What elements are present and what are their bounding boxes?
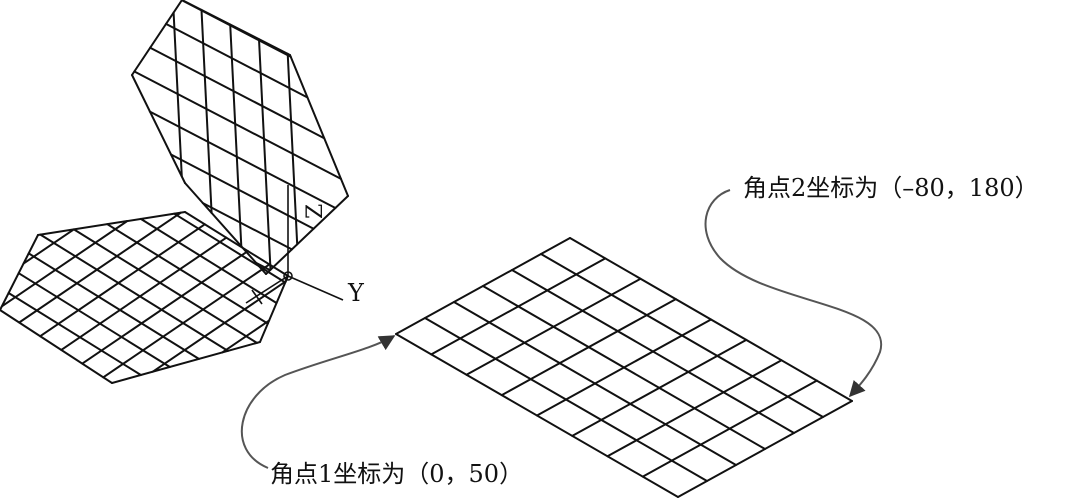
vertical-plane-col-line (258, 38, 272, 271)
floor-plane-line (106, 223, 269, 325)
right-plane-row-line (606, 359, 783, 458)
floor-plane-line (102, 263, 271, 379)
vertical-plane-row-line (170, 153, 315, 230)
right-plane-row-line (677, 400, 853, 498)
floor-plane-line (17, 272, 171, 368)
vertical-plane-row-line (254, 261, 272, 272)
floor-plane-line (39, 233, 229, 352)
vertical-plane-edge (131, 74, 186, 184)
right-plane-row-line (536, 318, 712, 417)
vertical-plane-edge (265, 195, 349, 275)
y-axis-line (287, 275, 344, 301)
x-axis-tick (251, 289, 263, 305)
floor-plane-edge (111, 341, 261, 384)
floor-plane-line (22, 228, 75, 265)
floor-plane-line (151, 280, 287, 373)
floor-plane-line (72, 228, 258, 344)
ucs-axes: Z Y (245, 185, 365, 307)
floor-plane-edge (37, 211, 186, 236)
vertical-plane-row-line (165, 22, 309, 99)
right-plane-row-line (571, 338, 748, 437)
right-plane-row-line (430, 257, 607, 356)
right-flat-plane-mesh (395, 237, 853, 498)
floor-hex-mesh (0, 211, 289, 384)
floor-plane-line (173, 212, 287, 284)
floor-plane-line (27, 252, 200, 360)
vertical-plane-col-line (286, 52, 299, 246)
corner1-arrow (240, 335, 396, 469)
floor-plane-edge (184, 211, 289, 277)
floor-plane-line (39, 223, 206, 338)
floor-plane-line (221, 319, 271, 354)
vertical-plane-row-line (180, 0, 292, 58)
floor-plane-edge (259, 275, 289, 343)
right-plane-row-line (641, 379, 818, 478)
vertical-plane-row-line (201, 202, 293, 251)
vertical-plane-edge (289, 54, 349, 197)
vertical-plane-edge (184, 182, 267, 275)
corner1-label: 角点1坐标为（0，50） (270, 460, 523, 488)
floor-plane-line (7, 292, 142, 376)
origin-marker (283, 271, 293, 281)
floor-plane-line (139, 217, 278, 304)
vertical-plane-row-line (133, 70, 342, 180)
x-axis-line (245, 275, 289, 304)
right-plane-row-line (465, 277, 642, 376)
floor-plane-line (18, 211, 182, 324)
y-axis-label: Y (347, 279, 365, 307)
vertical-plane-row-line (149, 46, 326, 140)
right-plane-row-line (395, 237, 571, 335)
vertical-plane-mesh (131, 0, 349, 275)
floor-plane-line (60, 236, 228, 351)
z-axis-label: Z (303, 204, 328, 219)
right-plane-row-line (500, 298, 677, 397)
floor-plane-line (0, 220, 129, 308)
floor-plane-line (81, 250, 249, 365)
vertical-plane-row-line (148, 110, 337, 209)
vertical-plane-col-line (229, 23, 243, 248)
corner2-arrow (704, 189, 883, 398)
corner2-label: 角点2坐标为（–80，180） (743, 174, 1039, 202)
